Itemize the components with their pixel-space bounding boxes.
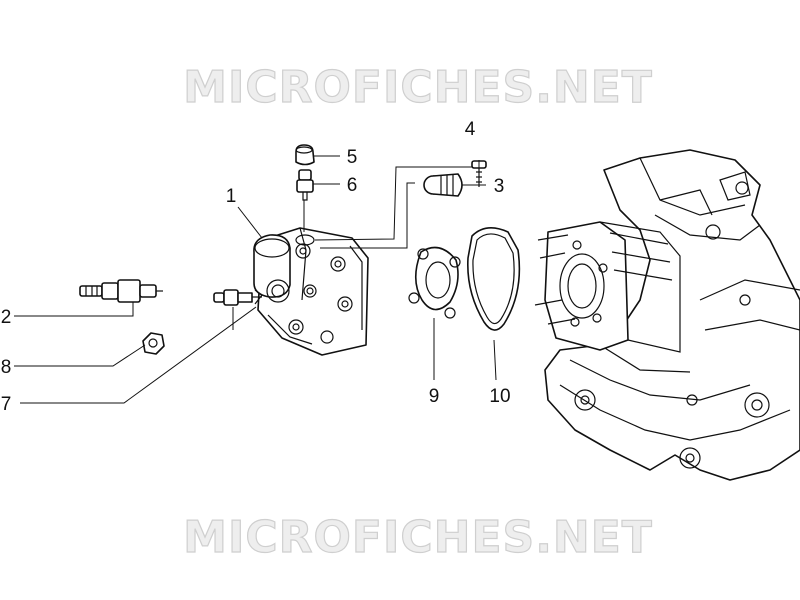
- cap-top: [295, 146, 313, 154]
- cylinder-head: [253, 227, 369, 356]
- leader-2: [14, 302, 134, 317]
- leader-3-to-head: [320, 182, 415, 249]
- callout-1: 1: [226, 186, 237, 207]
- base-gasket: [408, 246, 461, 319]
- cylinder-head-gasket-inner: [472, 233, 515, 325]
- cylinder-head-gasket: [467, 227, 521, 331]
- thermostat: [423, 173, 463, 197]
- callout-2: 2: [1, 307, 12, 328]
- callout-6: 6: [347, 175, 358, 196]
- leader-4-to-head: [314, 166, 472, 241]
- temperature-sensor: [213, 289, 263, 306]
- leader-7: [20, 306, 257, 404]
- callout-10: 10: [489, 386, 510, 407]
- leader-10: [493, 339, 497, 381]
- cap: [295, 144, 315, 166]
- cylinder-block: [534, 221, 681, 353]
- callout-5: 5: [347, 147, 358, 168]
- callout-4: 4: [465, 119, 476, 140]
- leader-1: [237, 206, 263, 239]
- valve-stud: [296, 169, 314, 201]
- watermark-top: MICROFICHES.NET: [183, 62, 653, 113]
- leader-8: [14, 344, 146, 367]
- engine-crankcase: [544, 149, 800, 481]
- nut: [142, 332, 165, 355]
- leader-lines: [14, 155, 497, 404]
- callout-9: 9: [429, 386, 440, 407]
- watermark-bottom: MICROFICHES.NET: [183, 512, 653, 563]
- callout-7: 7: [1, 394, 12, 415]
- spark-plug: [79, 279, 163, 303]
- callout-3: 3: [494, 176, 505, 197]
- callout-8: 8: [1, 357, 12, 378]
